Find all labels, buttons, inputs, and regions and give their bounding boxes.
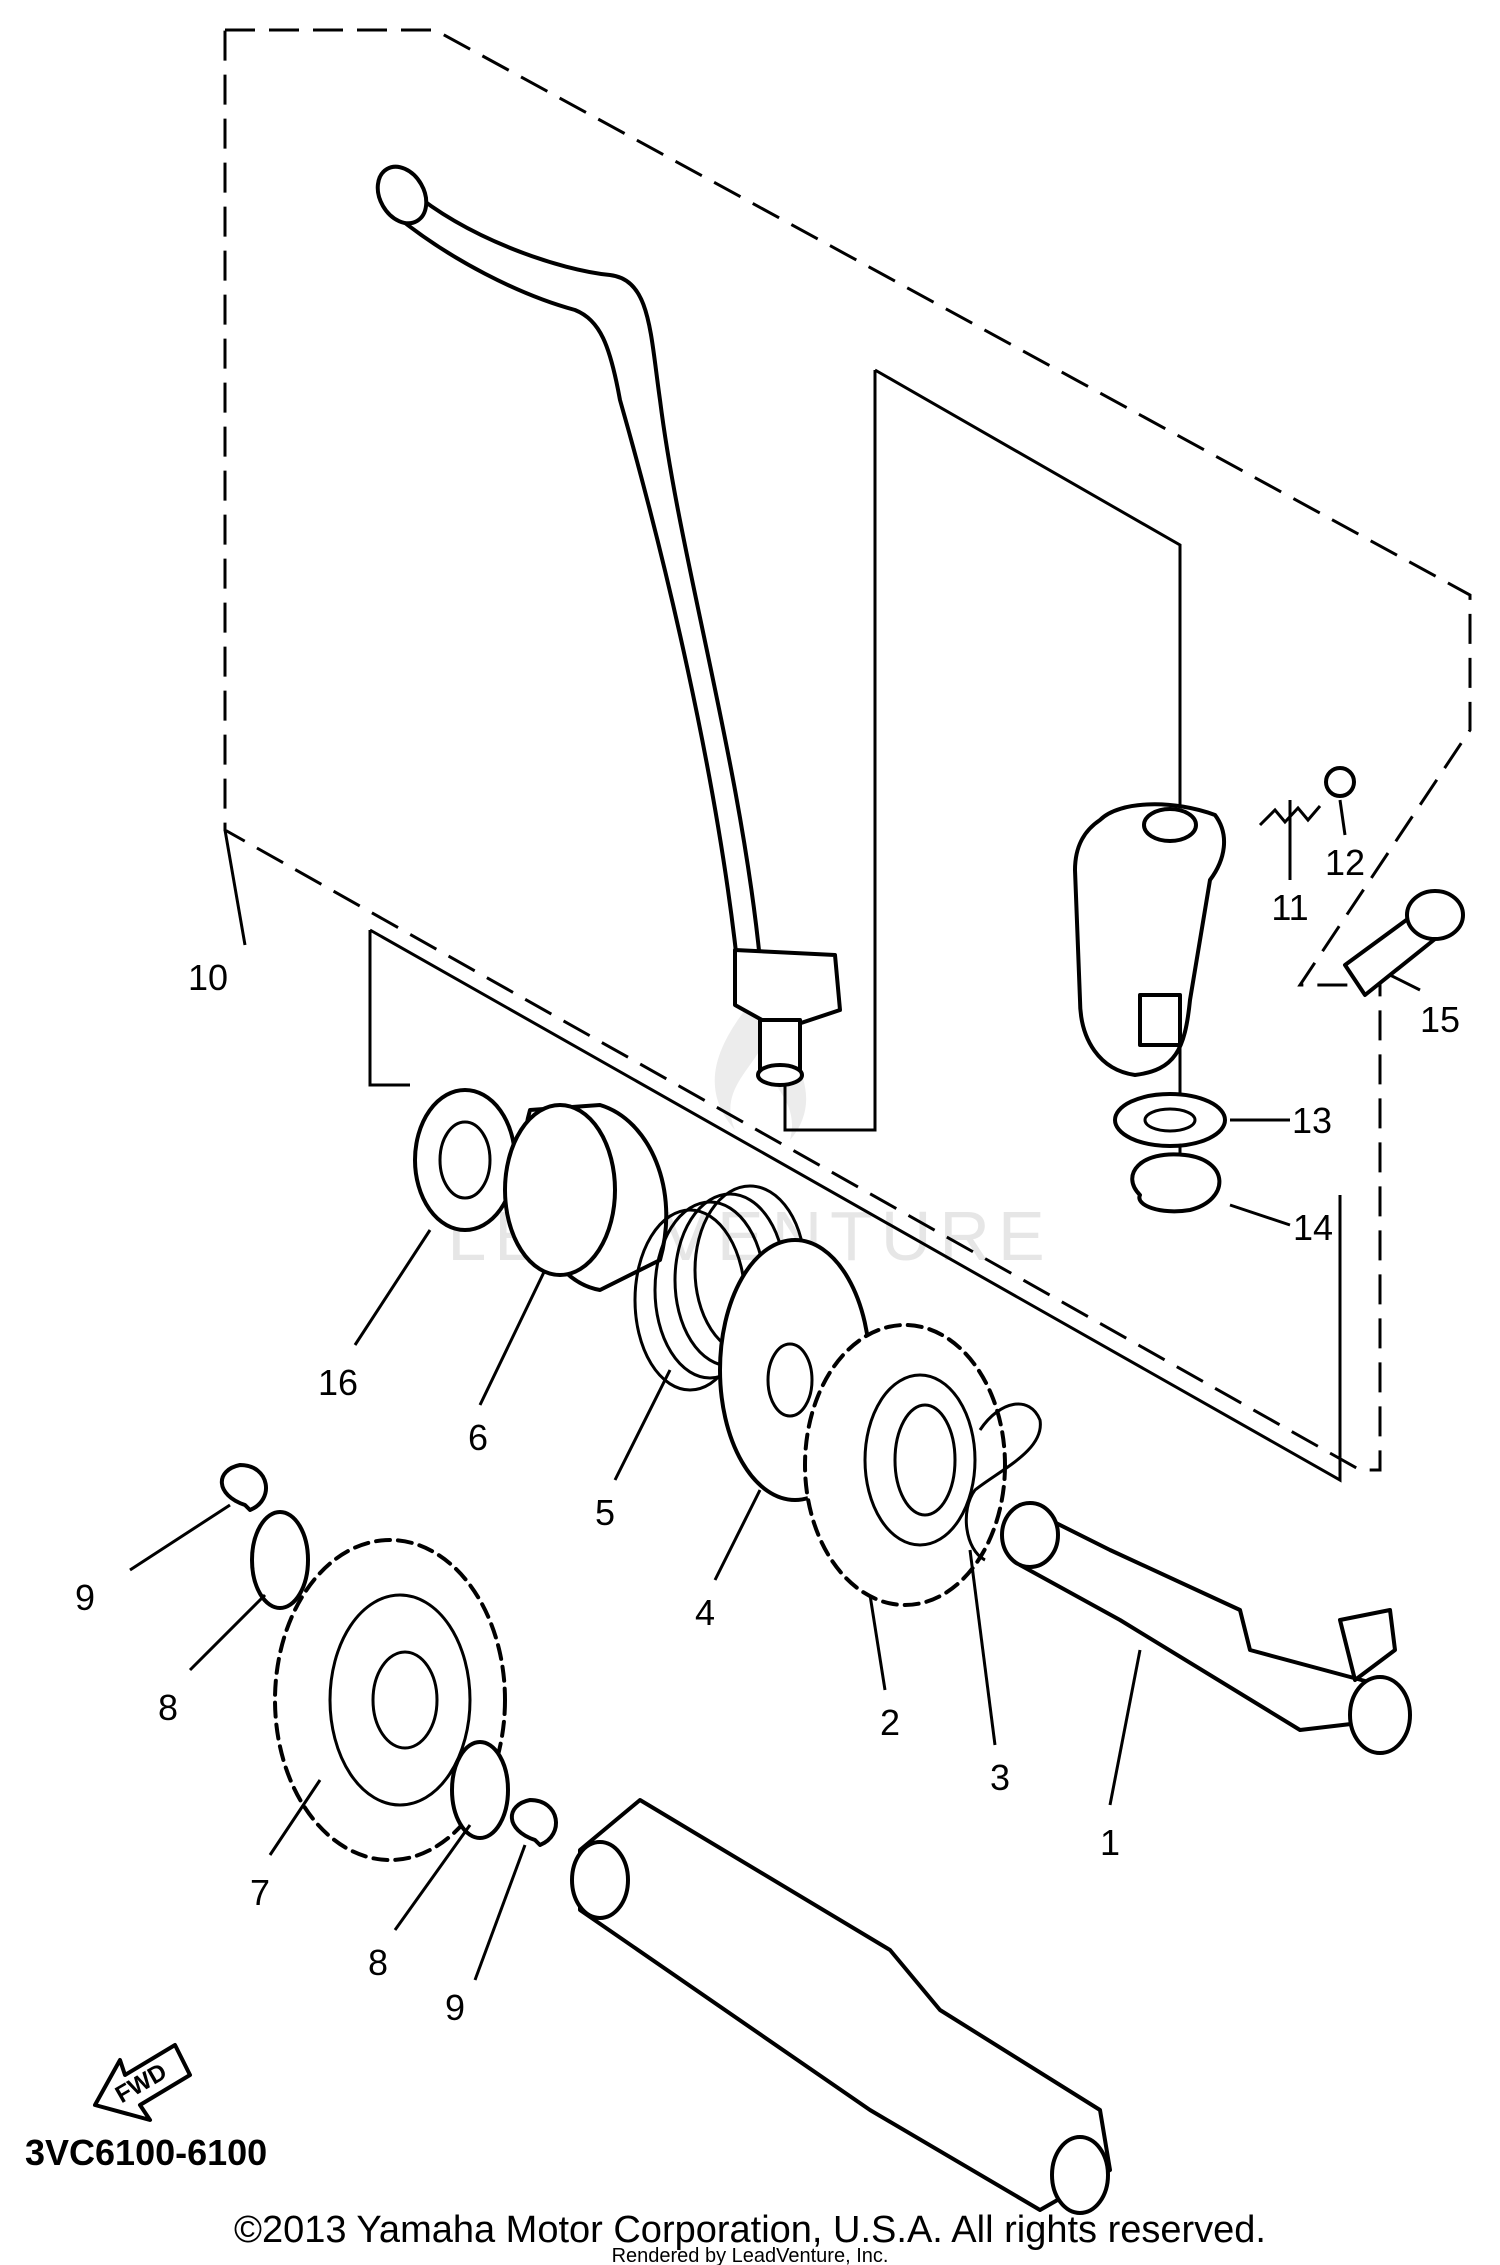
callout-7: 7	[250, 1872, 270, 1913]
callout-12: 12	[1325, 842, 1365, 883]
callout-16: 16	[318, 1362, 358, 1403]
fwd-arrow: FWD	[93, 2043, 192, 2122]
washer-13-hole	[1143, 1107, 1197, 1133]
callout-10: 10	[188, 957, 228, 998]
kick-gear-2	[803, 1323, 1007, 1607]
callout-1: 1	[1100, 1822, 1120, 1863]
drawing-code: 3VC6100-6100	[25, 2132, 267, 2173]
collar-6	[503, 1103, 669, 1292]
callout-3: 3	[990, 1757, 1010, 1798]
callout-13: 13	[1292, 1100, 1332, 1141]
kick-axle-1	[1000, 1501, 1412, 1755]
washer-8-right	[450, 1740, 510, 1840]
circlip-9-right	[509, 1798, 558, 1847]
callout-11: 11	[1271, 887, 1308, 928]
callout-8-left: 8	[158, 1687, 178, 1728]
kick-boss	[1073, 802, 1227, 1077]
bolt-15	[1343, 889, 1465, 997]
callout-2: 2	[880, 1702, 900, 1743]
rendered-by-text: Rendered by LeadVenture, Inc.	[612, 2245, 889, 2265]
washer-13	[1113, 1092, 1227, 1148]
callout-8-right: 8	[368, 1942, 388, 1983]
clip-3	[964, 1402, 1042, 1562]
main-axle	[570, 1798, 1112, 2215]
callout-9-right: 9	[445, 1987, 465, 2028]
callout-14: 14	[1293, 1207, 1333, 1248]
leader-lines	[129, 799, 1421, 1981]
callout-15: 15	[1420, 999, 1460, 1040]
circlip-9-left	[219, 1463, 268, 1512]
oil-seal-16	[413, 1088, 517, 1232]
ball-12	[1324, 766, 1356, 798]
kick-crank-lever	[375, 164, 842, 1087]
circlip-14	[1130, 1152, 1222, 1214]
idle-gear-7	[273, 1538, 507, 1862]
assembly-outline-10	[223, 28, 1472, 1472]
callout-5: 5	[595, 1492, 615, 1533]
callout-4: 4	[695, 1592, 715, 1633]
copyright-text: ©2013 Yamaha Motor Corporation, U.S.A. A…	[234, 2209, 1266, 2251]
callout-6: 6	[468, 1417, 488, 1458]
washer-8-left	[250, 1510, 310, 1610]
callout-9-left: 9	[75, 1577, 95, 1618]
crank-guide-lines	[783, 368, 1182, 1132]
callouts: 1 2 3 4 5 6 7 8 8 9 9 10 11 12 13 14 15 …	[75, 842, 1460, 2028]
